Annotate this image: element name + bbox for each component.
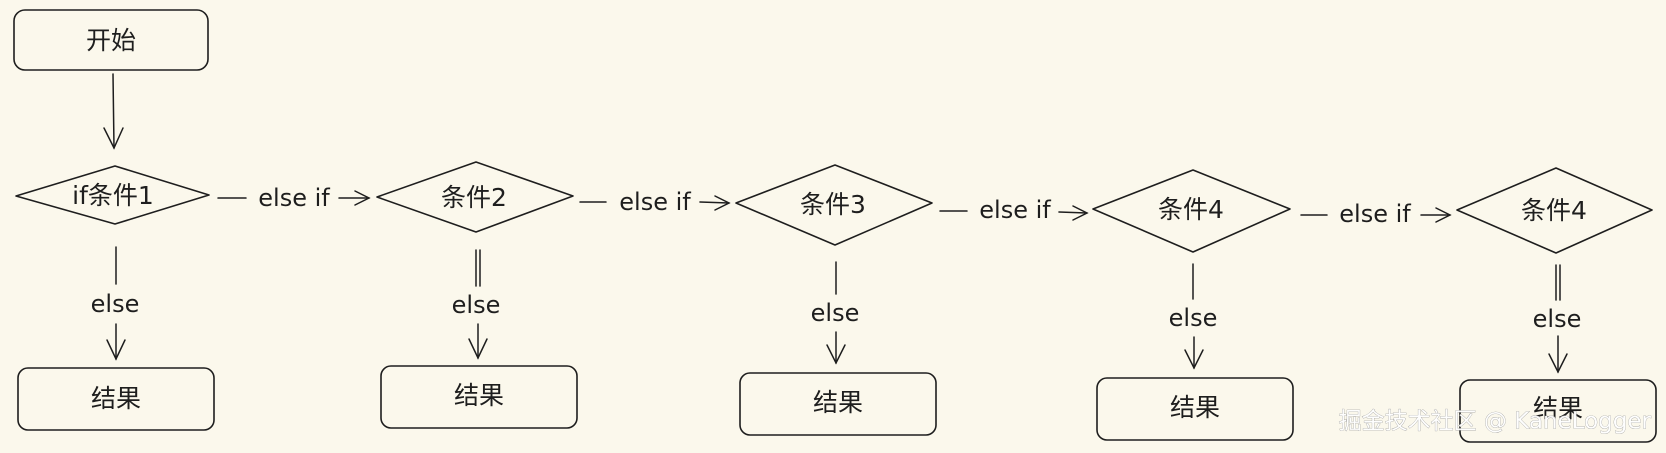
condition-label-5: 条件4 [1521,196,1587,225]
result-label-2: 结果 [454,381,504,410]
condition-node-2: 条件2 [376,161,574,233]
condition-diamond-1 [15,165,210,225]
else-if-label-2: else if [619,188,691,216]
arrow-head [826,344,846,365]
else-if-edge-3: else if [939,196,1089,224]
result-node-4: 结果 [1096,377,1294,441]
arrow-head [1435,207,1452,223]
arrow-head [354,190,371,206]
condition-diamond-2 [376,161,574,233]
result-box-5 [1459,379,1657,443]
result-box-4 [1096,377,1294,441]
else-if-label-3: else if [979,196,1051,224]
condition-diamond-5 [1456,167,1653,254]
condition-diamond-4 [1092,169,1291,253]
condition-diamond-3 [735,164,933,246]
else-if-edge-2: else if [579,188,731,216]
start-node-label: 开始 [86,26,136,55]
result-box-3 [739,372,937,436]
condition-node-1: if条件1 [15,165,210,225]
else-if-edge-1: else if [217,184,371,212]
else-if-edge-4: else if [1300,200,1452,228]
else-if-label-1: else if [258,184,330,212]
condition-label-2: 条件2 [441,183,507,212]
else-edge-1: else [91,246,140,361]
result-node-1: 结果 [17,367,215,431]
arrow-head [468,338,488,360]
watermark-text: 掘金技术社区 @ KaneLogger [1339,409,1652,435]
start-node: 开始 [13,9,209,71]
edge-segment-right [699,201,730,204]
result-node-3: 结果 [739,372,937,436]
condition-node-5: 条件4 [1456,167,1653,254]
arrow-shaft [112,73,115,149]
result-box-1 [17,367,215,431]
arrow-head [103,127,124,150]
else-label-3: else [811,299,860,327]
result-label-4: 结果 [1170,393,1220,422]
condition-label-4: 条件4 [1158,195,1224,224]
else-edge-4: else [1169,263,1218,370]
arrow-head [106,339,126,361]
arrow-head [1548,353,1568,374]
result-node-5: 结果 [1459,379,1657,443]
arrow-head [1072,205,1089,221]
condition-node-4: 条件4 [1092,169,1291,253]
result-label-3: 结果 [813,388,863,417]
else-edge-3: else [811,261,860,365]
else-if-label-4: else if [1339,200,1411,228]
else-label-5: else [1533,305,1582,333]
start-node-box [13,9,209,71]
condition-node-3: 条件3 [735,164,933,246]
else-label-1: else [91,290,140,318]
else-label-4: else [1169,304,1218,332]
result-label-1: 结果 [91,384,141,413]
else-label-2: else [452,291,501,319]
else-edge-5: else [1533,264,1582,374]
else-edge-2: else [452,249,501,360]
result-label-5: 结果 [1533,394,1583,423]
result-node-2: 结果 [380,365,578,429]
arrow-head [714,195,731,211]
arrow-head [1184,349,1204,370]
edge-segment-right [1058,211,1088,214]
condition-label-3: 条件3 [800,190,866,219]
result-box-2 [380,365,578,429]
condition-label-1: if条件1 [72,181,154,210]
arrow-start-to-condition-1 [103,73,124,150]
